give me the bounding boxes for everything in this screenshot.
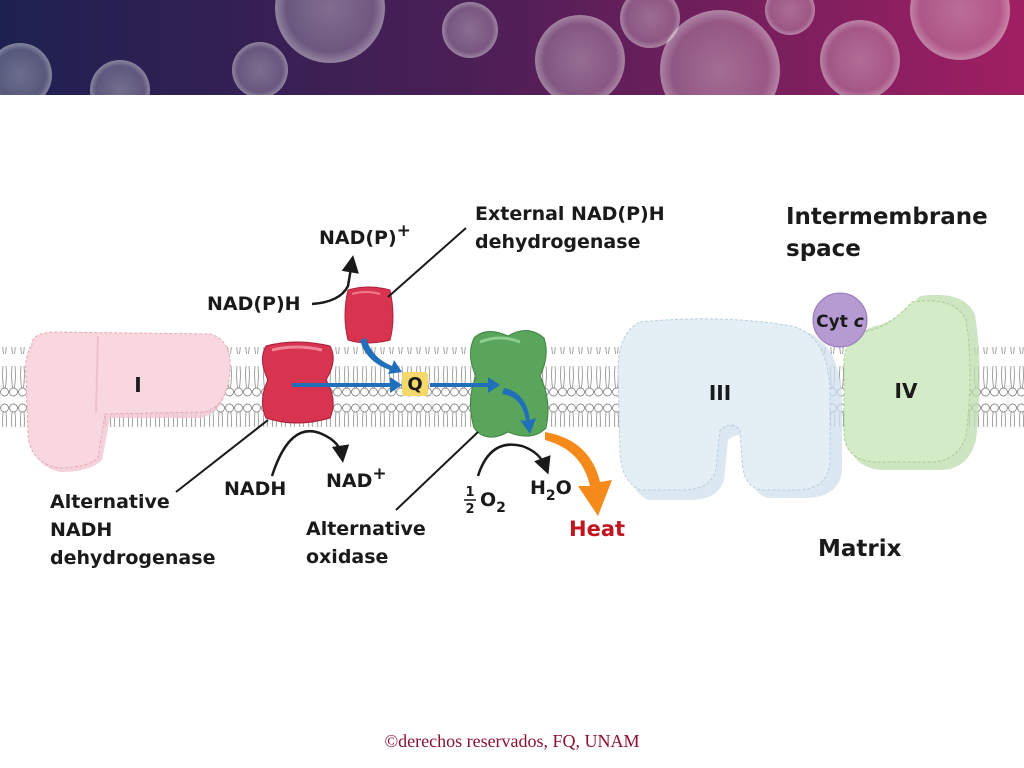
reaction-arrows — [270, 255, 551, 477]
heat-arrow — [545, 432, 612, 516]
external-nadph-dehydrogenase — [344, 286, 394, 344]
alt-nadh-dehydrogenase-label-line2: NADH — [50, 519, 112, 541]
svg-text:2: 2 — [465, 502, 474, 517]
copyright-footer: ©derechos reservados, FQ, UNAM — [384, 731, 640, 751]
header-banner — [0, 0, 1024, 95]
electron-transport-diagram: Cyt c Q I III IV Intermembra — [0, 203, 1024, 569]
nad-plus-label: NAD+ — [326, 464, 387, 492]
banner-bubbles — [0, 0, 1024, 95]
cytochrome-c: Cyt c — [812, 292, 868, 348]
complex-i — [25, 331, 231, 472]
alt-oxidase-label-line1: Alternative — [306, 518, 426, 540]
quinone-label: Q — [407, 374, 422, 395]
nadh-label: NADH — [224, 478, 286, 500]
quinone-box — [402, 372, 428, 396]
nadp-plus-label: NAD(P)+ — [319, 221, 411, 249]
alt-nadh-dehydrogenase-label-line3: dehydrogenase — [50, 547, 215, 569]
complex-iii-label: III — [709, 381, 731, 405]
electron-flow-arrows — [292, 338, 536, 434]
external-dehydrogenase-label-line1: External NAD(P)H — [475, 203, 665, 225]
complex-iv — [843, 294, 980, 470]
alternative-oxidase — [470, 330, 549, 438]
leader-lines — [175, 227, 479, 511]
alternative-nadh-dehydrogenase — [262, 341, 334, 424]
nadph-label: NAD(P)H — [207, 293, 301, 315]
svg-text:O2: O2 — [480, 489, 506, 516]
intermembrane-label-line2: space — [786, 236, 861, 262]
cyt-c-label: Cyt c — [816, 312, 864, 332]
matrix-label: Matrix — [818, 536, 902, 562]
complex-iii — [617, 318, 842, 500]
alt-nadh-dehydrogenase-label-line1: Alternative — [50, 491, 170, 513]
h2o-label: H2O — [530, 477, 572, 504]
external-dehydrogenase-label-line2: dehydrogenase — [475, 231, 640, 253]
complex-iv-label: IV — [895, 379, 918, 403]
heat-label: Heat — [569, 517, 625, 541]
svg-text:1: 1 — [465, 485, 474, 500]
half-o2-label: 1 2 O2 — [464, 485, 506, 517]
alt-oxidase-label-line2: oxidase — [306, 546, 388, 568]
intermembrane-label-line1: Intermembrane — [786, 204, 988, 230]
complex-i-label: I — [134, 373, 141, 397]
